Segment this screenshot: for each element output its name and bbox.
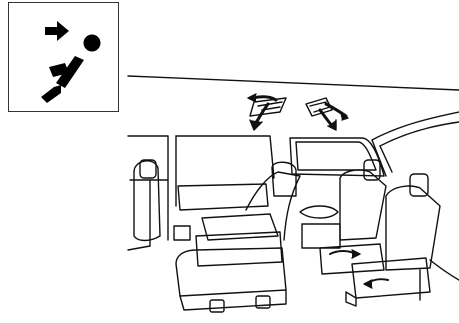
second-row-bench xyxy=(202,214,278,240)
roof-vent-left xyxy=(248,94,286,130)
right-window-frame xyxy=(372,112,459,140)
center-console xyxy=(300,206,338,218)
front-seat-left xyxy=(340,170,386,240)
roof-line xyxy=(128,76,459,90)
roof-vent-right xyxy=(306,98,348,130)
front-seat-right xyxy=(386,186,440,270)
